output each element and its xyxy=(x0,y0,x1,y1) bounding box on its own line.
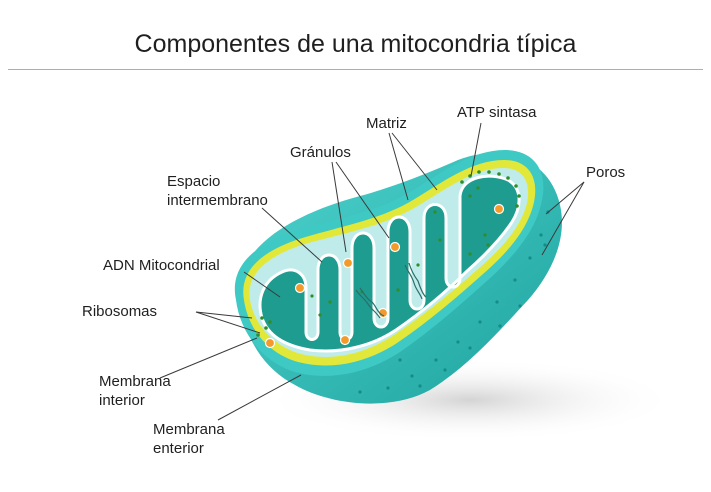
label-granulos: Gránulos xyxy=(290,144,351,161)
page-title: Componentes de una mitocondria típica xyxy=(134,30,577,58)
granule-dot-icon xyxy=(264,203,505,349)
label-membrana-enterior-line2: enterior xyxy=(153,440,204,457)
leader-lines xyxy=(159,122,585,421)
atp-synthase-particle-icon xyxy=(460,170,521,208)
label-ribosomas: Ribosomas xyxy=(82,303,157,320)
title-divider xyxy=(8,69,703,70)
label-poros: Poros xyxy=(586,164,625,181)
label-adn-mitocondrial: ADN Mitocondrial xyxy=(103,257,220,274)
label-membrana-enterior-line1: Membrana xyxy=(153,421,225,438)
ribosome-dot-icon xyxy=(256,186,490,337)
label-matriz: Matriz xyxy=(366,115,407,132)
pores-icon xyxy=(358,210,550,394)
label-atp-sintasa: ATP sintasa xyxy=(457,104,537,121)
dna-strand-icon xyxy=(355,262,427,319)
matrix-icon xyxy=(258,174,521,353)
label-membrana-interior-line1: Membrana xyxy=(99,373,171,390)
label-espacio-line1: Espacio xyxy=(167,173,220,190)
label-espacio-line2: intermembrano xyxy=(167,192,268,209)
label-membrana-interior-line2: interior xyxy=(99,392,145,409)
